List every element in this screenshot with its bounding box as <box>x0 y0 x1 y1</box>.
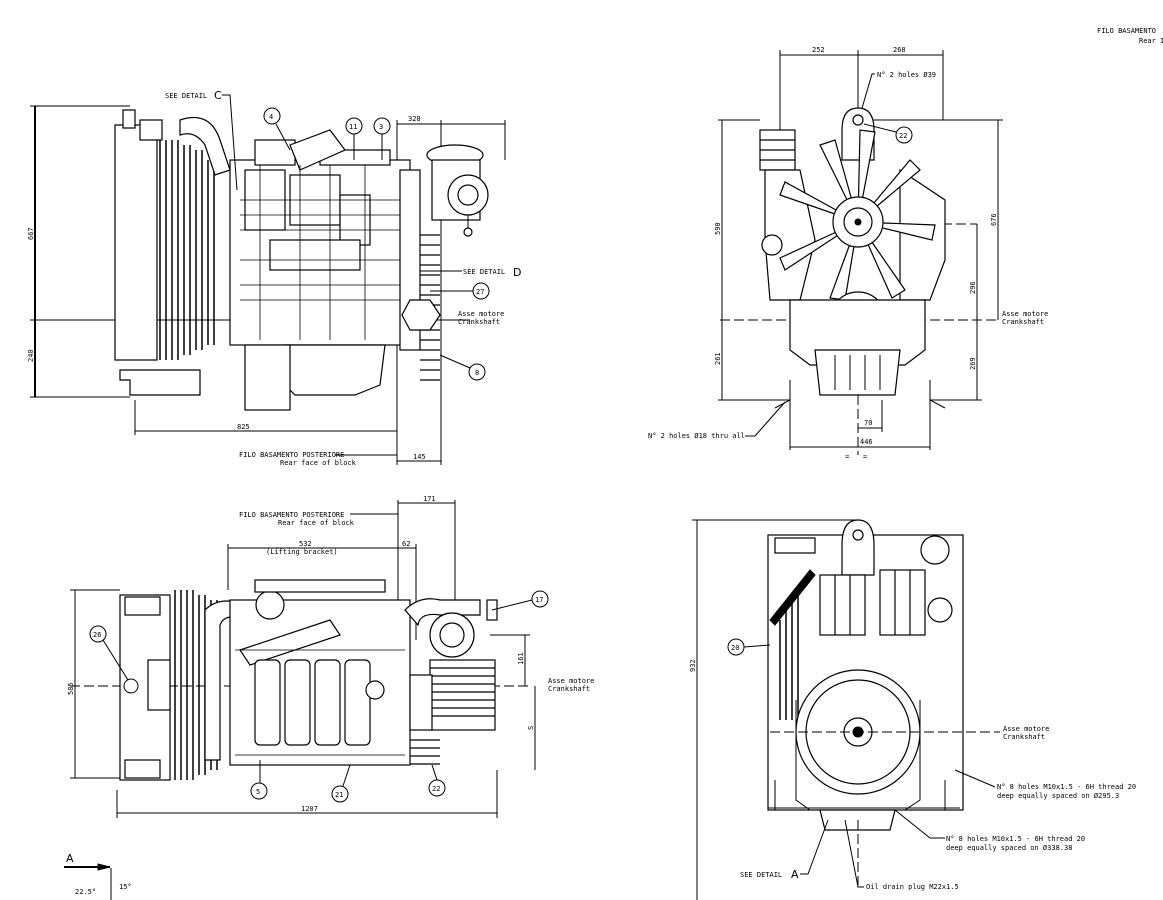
dim-240: 240 <box>27 349 35 362</box>
dim-252: 252 <box>812 46 825 54</box>
cylinder-heads <box>254 659 371 746</box>
svg-text:27: 27 <box>476 288 484 296</box>
top-view: FILO BASAMENTO POSTERIORE Rear face of b… <box>67 495 594 818</box>
crankshaft-label-en: Crankshaft <box>1002 318 1044 326</box>
holes-33838-label-1: N° 8 holes M10x1.5 - 6H thread 20 <box>946 835 1085 843</box>
dim-590: 590 <box>714 222 722 235</box>
svg-text:17: 17 <box>535 596 543 604</box>
callout-27: 27 <box>430 282 490 300</box>
svg-text:5: 5 <box>256 788 260 796</box>
rear-view: 932 Asse motore Crankshaft N° 8 holes <box>689 519 1136 900</box>
callout-3: 3 <box>373 117 391 160</box>
svg-text:4: 4 <box>269 113 273 121</box>
oil-drain-label: Oil drain plug M22x1.5 <box>866 883 959 891</box>
see-detail-d-label: SEE DETAIL <box>463 268 505 276</box>
title-line2: Rear I <box>1139 37 1163 45</box>
svg-text:22: 22 <box>899 132 907 140</box>
callout-22: 22 <box>863 123 913 144</box>
dim-667: 667 <box>27 227 35 240</box>
svg-text:3: 3 <box>379 123 383 131</box>
dim-268: 268 <box>893 46 906 54</box>
svg-text:20: 20 <box>731 644 739 652</box>
detail-c-letter: C <box>214 89 222 102</box>
crankshaft-label-it: Asse motore <box>548 677 594 685</box>
equal-mark-left: = <box>845 453 849 461</box>
equal-mark-right: = <box>863 453 867 461</box>
dim-145: 145 <box>413 453 426 461</box>
oil-pan <box>284 344 386 396</box>
callout-21: 21 <box>331 764 351 803</box>
rear-face-label-it: FILO BASAMENTO POSTERIORE <box>239 511 344 519</box>
crankshaft-label-it: Asse motore <box>458 310 504 318</box>
dim-1207: 1207 <box>301 805 318 813</box>
holes-2953-label-1: N° 8 holes M10x1.5 - 6H thread 20 <box>997 783 1136 791</box>
oil-pan <box>814 349 901 396</box>
holes-33838-label-2: deep equally spaced on Ø338.38 <box>946 844 1072 852</box>
dim-676: 676 <box>990 213 998 226</box>
crankshaft-label-en: Crankshaft <box>1003 733 1045 741</box>
dim-261: 261 <box>714 352 722 365</box>
dim-932: 932 <box>689 659 697 672</box>
callout-5: 5 <box>250 760 268 800</box>
title-block: FILO BASAMENTO Rear I <box>1097 27 1163 45</box>
see-detail-c-label: SEE DETAIL <box>165 92 207 100</box>
lifting-eye <box>841 519 875 576</box>
dim-171: 171 <box>423 495 436 503</box>
title-line1: FILO BASAMENTO <box>1097 27 1156 35</box>
fan <box>779 129 936 301</box>
dim-446: 446 <box>860 438 873 446</box>
svg-text:21: 21 <box>335 791 343 799</box>
dim-269: 269 <box>969 357 977 370</box>
dim-70: 70 <box>864 419 872 427</box>
callout-11: 11 <box>345 117 363 160</box>
crankshaft-label-it: Asse motore <box>1003 725 1049 733</box>
front-view: 252 268 N° 2 holes Ø39 590 261 676 296 2… <box>648 46 1048 461</box>
holes-39-label: N° 2 holes Ø39 <box>877 71 936 79</box>
rear-face-label-en: Rear face of block <box>278 519 355 527</box>
lifting-bracket-label: (Lifting bracket) <box>266 548 338 556</box>
dim-585: 585 <box>67 682 75 695</box>
dim-296: 296 <box>969 281 977 294</box>
callout-22: 22 <box>428 764 446 797</box>
radiator <box>114 124 158 361</box>
holes-18-label: N° 2 holes Ø18 thru all <box>648 432 745 440</box>
rear-face-label-it: FILO BASAMENTO POSTERIORE <box>239 451 344 459</box>
dim-62: 62 <box>402 540 410 548</box>
crankshaft-label-en: Crankshaft <box>548 685 590 693</box>
rear-face-label-en: Rear face of block <box>280 459 357 467</box>
holes-2953-label-2: deep equally spaced on Ø295.3 <box>997 792 1119 800</box>
svg-text:11: 11 <box>349 123 357 131</box>
svg-text:22: 22 <box>432 785 440 793</box>
detail-d-letter: D <box>513 266 521 279</box>
callout-8: 8 <box>439 354 486 381</box>
see-detail-a-label: SEE DETAIL <box>740 871 782 879</box>
crankshaft-label-en: Crankshaft <box>458 318 500 326</box>
dim-328: 328 <box>408 115 421 123</box>
dim-825: 825 <box>237 423 250 431</box>
detail-a: A 22.5° 15° <box>64 852 132 900</box>
side-view: 667 240 825 145 328 FILO BASAMENTO POSTE… <box>27 89 521 467</box>
detail-a-letter: A <box>791 868 799 881</box>
angle-15: 15° <box>119 883 132 891</box>
crankshaft-label-it: Asse motore <box>1002 310 1048 318</box>
dim-s: S <box>527 726 535 730</box>
callout-20: 20 <box>727 638 771 656</box>
callout-17: 17 <box>491 590 549 611</box>
svg-text:26: 26 <box>93 631 101 639</box>
dim-532: 532 <box>299 540 312 548</box>
callout-26: 26 <box>89 625 139 694</box>
detail-a-title: A <box>66 852 74 865</box>
dim-161: 161 <box>517 652 525 665</box>
callout-4: 4 <box>263 107 291 151</box>
angle-22-5: 22.5° <box>75 888 96 896</box>
svg-text:8: 8 <box>475 369 479 377</box>
